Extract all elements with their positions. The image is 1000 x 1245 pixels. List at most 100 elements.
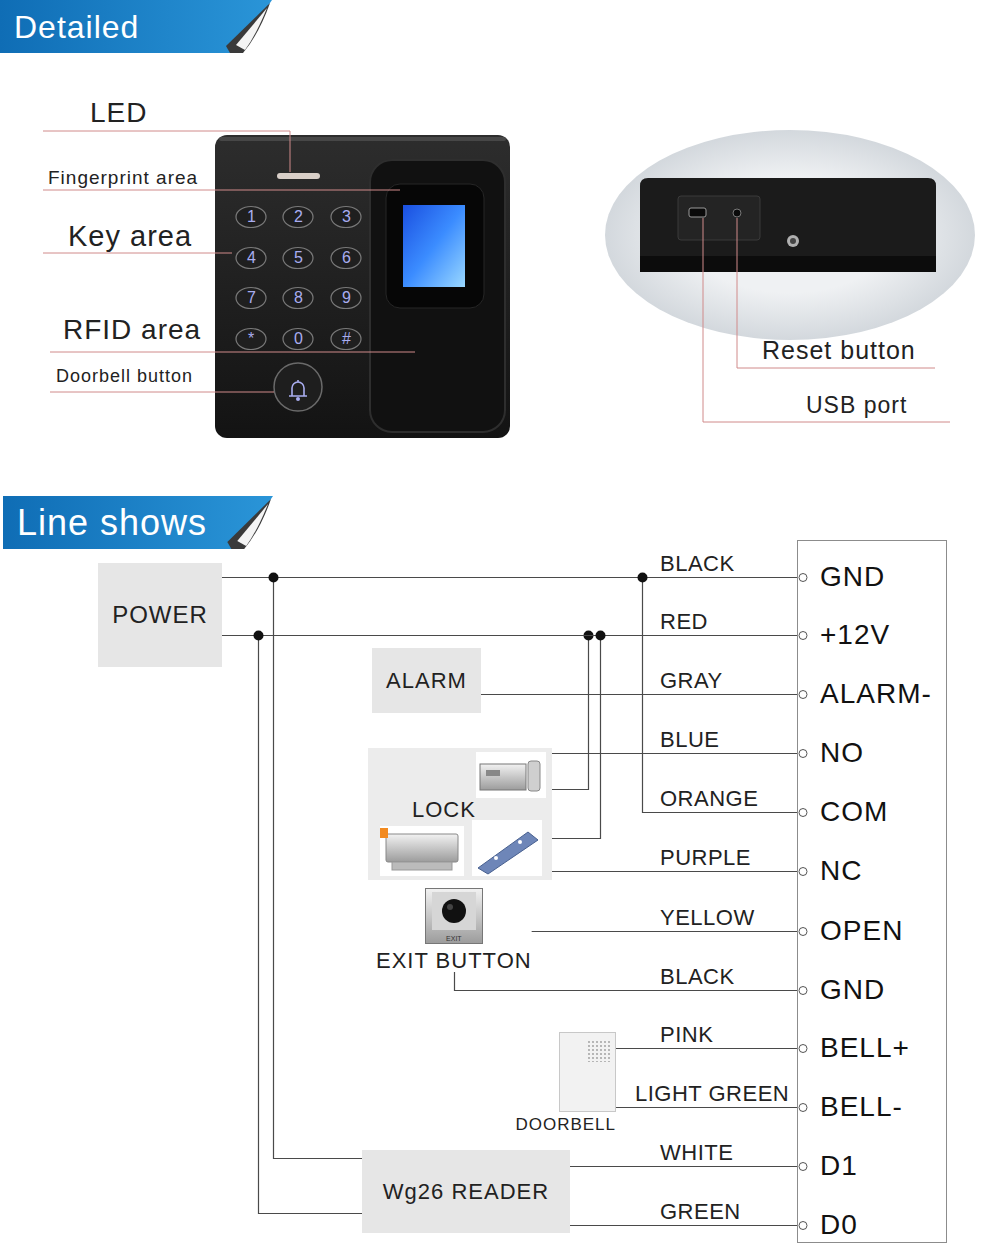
callout-label: USB port <box>806 394 907 417</box>
terminal-pin <box>799 809 807 817</box>
key-digit: 7 <box>247 290 256 306</box>
section-banner: Detailed <box>0 0 272 53</box>
label-anchor: 6 <box>342 250 351 266</box>
label-anchor: Fingerprint area <box>48 168 198 187</box>
key-digit: 4 <box>247 250 256 266</box>
wire-label-anchor: BLACK <box>658 553 737 575</box>
wire <box>570 1166 797 1167</box>
terminal-name: NO <box>820 739 864 767</box>
label-anchor: 5 <box>294 250 303 266</box>
wire-label-anchor: PINK <box>658 1024 715 1046</box>
terminal-name: GND <box>820 976 885 1004</box>
access-terminal <box>215 135 510 438</box>
wire-label-anchor: LIGHT GREEN <box>633 1083 791 1105</box>
wire-color-label: BLACK <box>658 966 737 988</box>
wire-label-anchor: BLUE <box>658 729 721 751</box>
key-digit: 3 <box>342 209 351 225</box>
label-anchor: 9 <box>342 290 351 306</box>
label-anchor: 7 <box>247 290 256 306</box>
wire-label-anchor: GREEN <box>658 1201 743 1223</box>
wire-label-anchor: WHITE <box>658 1142 735 1164</box>
terminal-pin <box>799 868 807 876</box>
terminal-pin <box>799 1163 807 1171</box>
terminal-name: OPEN <box>820 917 903 945</box>
label-anchor: # <box>342 331 351 347</box>
device-label: LOCK <box>412 799 476 821</box>
junction-dot <box>596 631 606 641</box>
terminal-block: GND+12VALARM-NOCOMNCOPENGNDBELL+BELL-D1D… <box>797 540 947 1243</box>
callout-label: Reset button <box>762 338 916 363</box>
wire-color-label: BLUE <box>658 729 721 751</box>
wire-label-anchor: PURPLE <box>658 847 753 869</box>
terminal-pin <box>799 574 807 582</box>
wire <box>616 1048 797 1049</box>
terminal-pin <box>799 1222 807 1230</box>
terminal-name: BELL- <box>820 1093 903 1121</box>
callout-label: Doorbell button <box>56 367 193 385</box>
label-anchor: 3 <box>342 209 351 225</box>
wire-color-label: PURPLE <box>658 847 753 869</box>
terminal-name: D0 <box>820 1211 858 1239</box>
label-anchor: 4 <box>247 250 256 266</box>
label-anchor: Reset button <box>762 338 916 363</box>
terminal-name: COM <box>820 798 888 826</box>
doorbell-unit: DOORBELL <box>515 1032 616 1133</box>
callout-label: LED <box>90 99 147 127</box>
terminal-name: ALARM- <box>820 680 932 708</box>
section-heading: Detailed <box>14 11 139 43</box>
callout-label: RFID area <box>63 316 201 344</box>
wire-color-label: BLACK <box>658 553 737 575</box>
wire-label-anchor: RED <box>658 611 710 633</box>
wire-color-label: RED <box>658 611 710 633</box>
wire <box>481 694 797 695</box>
label-anchor: Key area <box>68 222 192 251</box>
terminal-underside-photo <box>605 130 975 340</box>
wire <box>552 753 797 754</box>
callout-label: Key area <box>68 222 192 251</box>
callout-label: Fingerprint area <box>48 168 198 187</box>
junction-dot <box>269 573 279 583</box>
terminal-pin <box>799 750 807 758</box>
terminal-pin <box>799 1045 807 1053</box>
terminal-pin <box>799 987 807 995</box>
wire-color-label: YELLOW <box>658 907 757 929</box>
key-digit: * <box>248 331 254 347</box>
label-anchor: 1 <box>247 209 256 225</box>
wire-color-label: PINK <box>658 1024 715 1046</box>
terminal-name: GND <box>820 563 885 591</box>
terminal-pin <box>799 1104 807 1112</box>
key-digit: 1 <box>247 209 256 225</box>
key-digit: 9 <box>342 290 351 306</box>
label-anchor: Doorbell button <box>56 367 193 385</box>
exit-button-plate: EXIT <box>425 888 483 944</box>
label-anchor: 8 <box>294 290 303 306</box>
wire <box>570 1225 797 1226</box>
label-anchor: LED <box>90 99 147 127</box>
reader-box: Wg26 READER <box>362 1150 570 1233</box>
device-label: EXIT BUTTON <box>376 950 532 972</box>
key-digit: # <box>342 331 351 347</box>
terminal-name: BELL+ <box>820 1034 910 1062</box>
label-anchor: RFID area <box>63 316 201 344</box>
key-digit: 5 <box>294 250 303 266</box>
wire-color-label: LIGHT GREEN <box>633 1083 791 1105</box>
doorbell-housing <box>559 1032 616 1112</box>
terminal-pin <box>799 632 807 640</box>
wire <box>222 578 362 1159</box>
wire-color-label: GRAY <box>658 670 725 692</box>
callout-leaders <box>43 131 950 422</box>
wire <box>616 1107 797 1108</box>
label-anchor: * <box>248 331 254 347</box>
button-marking: EXIT <box>446 935 462 942</box>
wire <box>552 871 797 872</box>
junction-dot <box>638 573 648 583</box>
key-digit: 8 <box>294 290 303 306</box>
doorbell-chime <box>559 1032 616 1112</box>
section-banner: Line shows <box>3 496 273 549</box>
terminal-pin <box>799 691 807 699</box>
alarm-box: ALARM <box>372 648 481 713</box>
key-digit: 2 <box>294 209 303 225</box>
wire-label-anchor: ORANGE <box>658 788 760 810</box>
wire <box>532 931 797 932</box>
wire-label-anchor: BLACK <box>658 966 737 988</box>
